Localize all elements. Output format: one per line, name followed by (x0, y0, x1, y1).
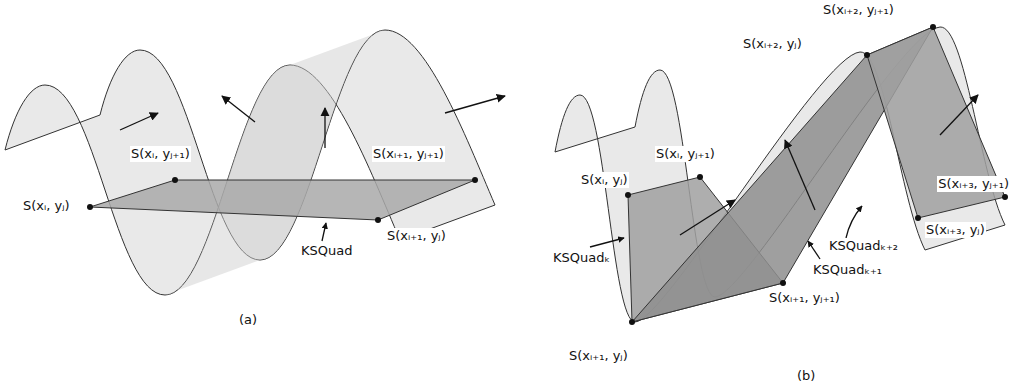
grid-point (697, 174, 703, 180)
point-label: S(xᵢ, yⱼ) (22, 198, 71, 214)
grid-point (930, 24, 936, 30)
grid-point (1002, 194, 1008, 200)
normal-arrow (222, 96, 255, 122)
point-label: S(xᵢ, yⱼ₊₁) (655, 146, 716, 162)
grid-point (87, 204, 93, 210)
leader-line (846, 206, 862, 238)
point-label: S(xᵢ₊₂, yⱼ₊₁) (822, 2, 895, 18)
normal-arrow (120, 113, 158, 130)
grid-point (915, 215, 921, 221)
grid-point (375, 217, 381, 223)
grid-point (172, 177, 178, 183)
normal-arrow (785, 140, 815, 210)
point-label: S(xᵢ₊₁, yⱼ) (386, 228, 447, 244)
quad-label: KSQuadₖ (552, 250, 611, 266)
normal-arrow (445, 96, 505, 113)
quad-label: KSQuadₖ₊₁ (812, 262, 883, 278)
point-label: S(xᵢ₊₃, yⱼ₊₁) (937, 176, 1010, 192)
surface-shade (165, 30, 385, 295)
normal-arrow (324, 108, 325, 148)
panel-label: (b) (796, 368, 816, 384)
grid-point (472, 177, 478, 183)
normal-arrow (940, 95, 978, 135)
leader-line (590, 238, 624, 247)
ks-quad (90, 180, 475, 220)
normal-arrow (680, 200, 735, 235)
quad-label: KSQuadₖ₊₂ (828, 238, 899, 254)
point-label: S(xᵢ₊₁, yⱼ₊₁) (768, 290, 841, 306)
panel-label: (a) (238, 312, 258, 328)
grid-points (87, 177, 478, 223)
point-label: S(xᵢ, yⱼ₊₁) (130, 146, 191, 162)
grid-point (780, 280, 786, 286)
point-label: S(xᵢ, yⱼ) (580, 172, 629, 188)
point-label: S(xᵢ₊₁, yⱼ) (568, 348, 629, 364)
grid-point (625, 192, 631, 198)
leader-line (808, 241, 820, 259)
wave-surface (555, 27, 1005, 322)
leader-line (322, 223, 326, 241)
point-label: S(xᵢ₊₃, yⱼ) (925, 222, 986, 238)
grid-point (629, 319, 635, 325)
grid-points (625, 24, 1008, 325)
normal-arrows (120, 96, 505, 241)
normal-arrows (590, 95, 978, 259)
grid-point (864, 52, 870, 58)
point-label: S(xᵢ₊₁, yⱼ₊₁) (372, 146, 445, 162)
quad-label: KSQuad (300, 243, 353, 259)
wave-surface (5, 30, 495, 295)
point-label: S(xᵢ₊₂, yⱼ) (742, 36, 803, 52)
